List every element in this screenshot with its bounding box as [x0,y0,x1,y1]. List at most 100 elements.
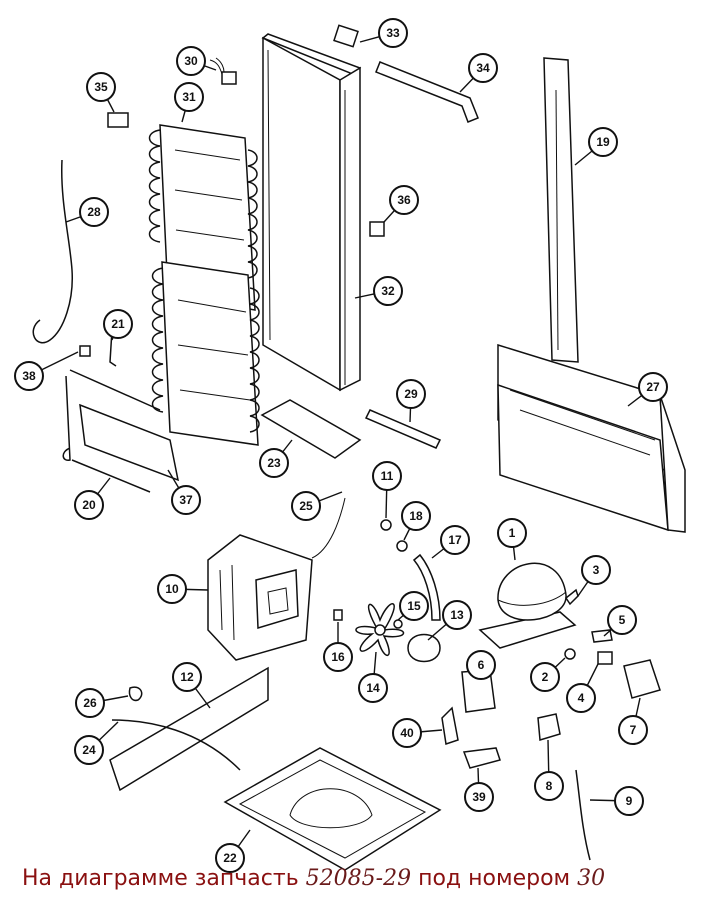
callout-label-33: 33 [386,26,400,40]
part-11-nut [380,519,392,531]
callout-label-2: 2 [542,670,549,684]
callout-label-34: 34 [476,61,490,75]
callout-15: 15 [399,591,429,621]
part-29-drier [364,409,442,449]
part-14-fan-blade [355,603,405,656]
callout-label-8: 8 [546,779,553,793]
callout-label-18: 18 [409,509,423,523]
part-33-mounting-plate [333,24,359,48]
callout-label-39: 39 [472,790,486,804]
callout-12: 12 [172,662,202,692]
part-3-screw [564,588,579,606]
callout-2: 2 [530,662,560,692]
callout-label-3: 3 [593,563,600,577]
callout-label-30: 30 [184,54,198,68]
part-17-bracket [412,553,441,621]
callout-7: 7 [618,715,648,745]
callout-label-13: 13 [450,608,464,622]
caption: На диаграмме запчасть 52085-29 под номер… [22,866,605,891]
callout-13: 13 [442,600,472,630]
callout-18: 18 [401,501,431,531]
callout-label-36: 36 [397,193,411,207]
part-40-bracket [441,706,459,745]
callout-label-6: 6 [478,658,485,672]
callout-label-12: 12 [180,670,194,684]
caption-middle: под номером [418,866,571,891]
callout-label-23: 23 [267,456,281,470]
callout-22: 22 [215,843,245,873]
callout-17: 17 [440,525,470,555]
part-39-clamp [462,747,501,769]
caption-callout-number: 30 [577,866,606,891]
part-32-air-duct-channel [261,33,362,392]
callout-6: 6 [466,650,496,680]
callout-label-17: 17 [448,533,462,547]
callout-29: 29 [396,379,426,409]
callout-25: 25 [291,491,321,521]
callout-label-32: 32 [381,284,395,298]
part-26-clip [128,686,143,702]
callout-10: 10 [157,574,187,604]
callout-label-9: 9 [626,794,633,808]
callout-label-15: 15 [407,599,421,613]
callout-label-19: 19 [596,135,610,149]
part-8-overload [537,713,561,741]
callout-20: 20 [74,490,104,520]
part-30-wire-connector [209,57,237,85]
callout-label-7: 7 [630,723,637,737]
part-21-wire [109,329,117,367]
callout-19: 19 [588,127,618,157]
callout-label-37: 37 [179,493,193,507]
part-16-plate [333,609,343,621]
callout-23: 23 [259,448,289,478]
part-27-rear-panel [497,343,686,533]
part-18-grommet [396,540,408,552]
callout-label-28: 28 [87,205,101,219]
callout-label-1: 1 [509,526,516,540]
callout-24: 24 [74,735,104,765]
callout-label-31: 31 [182,90,196,104]
callout-label-27: 27 [646,380,660,394]
callout-9: 9 [614,786,644,816]
callout-27: 27 [638,372,668,402]
part-12-duct [109,666,269,792]
part-7-relay-cover [623,659,661,699]
callout-3: 3 [581,555,611,585]
callout-label-11: 11 [381,469,394,483]
callout-label-5: 5 [619,613,626,627]
callout-16: 16 [323,642,353,672]
callout-label-35: 35 [94,80,108,94]
callout-label-38: 38 [22,369,36,383]
callout-31: 31 [174,82,204,112]
callout-40: 40 [392,718,422,748]
callout-32: 32 [373,276,403,306]
callout-28: 28 [79,197,109,227]
part-2-plug [564,648,576,660]
part-23-drip-tray [260,399,362,459]
part-4-relay [597,651,613,665]
part-24-tube [111,719,241,771]
callout-label-16: 16 [331,650,345,664]
callout-33: 33 [378,18,408,48]
part-34-bracket-bar [375,61,479,123]
callout-label-40: 40 [400,726,414,740]
callout-36: 36 [389,185,419,215]
part-9-power-cord [575,769,591,861]
part-37-shelf [79,403,180,482]
part-35-block [107,112,129,128]
part-28-tube [32,159,73,344]
part-10-motor-coil [207,497,346,661]
caption-prefix: На диаграмме запчасть [22,866,299,891]
callout-38: 38 [14,361,44,391]
callout-26: 26 [75,688,105,718]
callout-8: 8 [534,771,564,801]
callout-label-22: 22 [223,851,237,865]
callout-label-20: 20 [82,498,96,512]
callout-label-21: 21 [111,317,125,331]
callout-39: 39 [464,782,494,812]
part-19-divider-strip [543,57,579,363]
callout-37: 37 [171,485,201,515]
callout-5: 5 [607,605,637,635]
part-13-fan-motor [407,633,441,663]
